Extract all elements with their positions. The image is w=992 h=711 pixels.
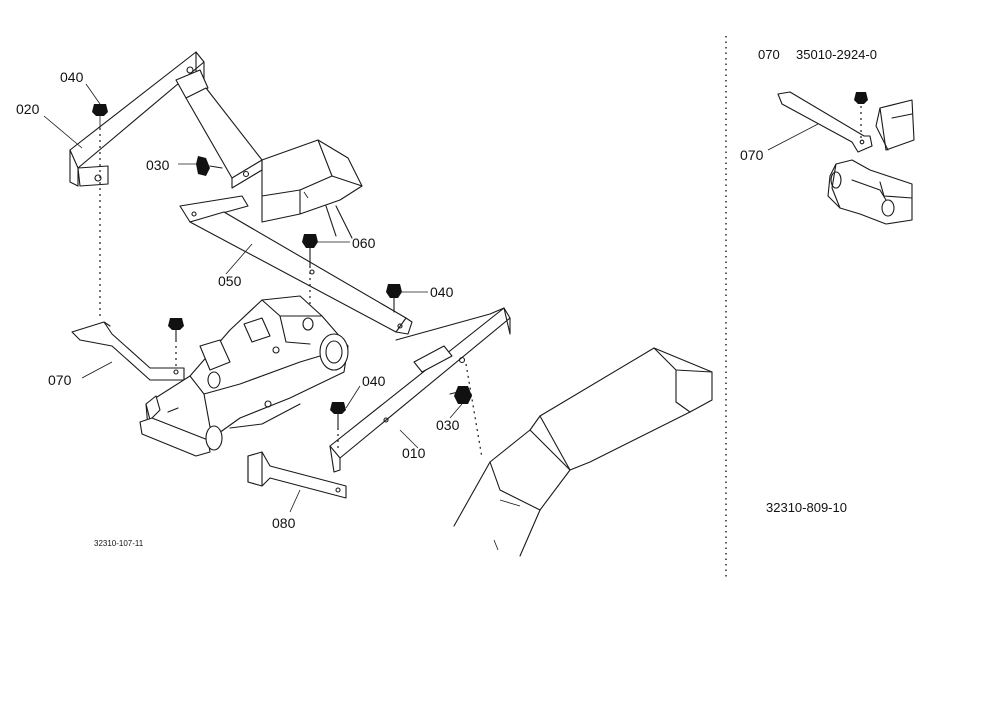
bolt-030-upper [196,156,223,176]
inset-part-number: 070 [758,47,780,62]
bolt-030-lower [449,386,472,404]
part-labels: 020 040 030 050 060 040 070 040 010 030 … [16,69,460,548]
label-050: 050 [218,273,242,289]
label-080: 080 [272,515,296,531]
chassis-housing-front [453,347,713,557]
leader-lines [43,83,463,513]
inset-070-view: 070 35010-2924-0 070 32310-809-10 [740,47,915,515]
drawing-code-main: 32310-107-11 [94,539,144,548]
bolt-040-middle [386,284,402,313]
part-070-bracket [71,321,185,381]
part-010-bracket [329,307,511,473]
part-020-bracket [69,51,263,189]
inset-label-070: 070 [740,147,764,163]
bolt-040-lower [330,402,346,448]
label-020: 020 [16,101,40,117]
label-010: 010 [402,445,426,461]
inset-part-code: 35010-2924-0 [796,47,877,62]
label-040-lower: 040 [362,373,386,389]
bolt-040-top [92,104,108,318]
label-040-top: 040 [60,69,84,85]
chassis-housing-upper [261,139,363,239]
center-axle-housing [139,295,349,457]
bolt-060 [302,234,318,314]
label-030-lower: 030 [436,417,460,433]
label-060: 060 [352,235,376,251]
bolt-040-lower-left [168,318,184,366]
label-040-middle: 040 [430,284,454,300]
label-070: 070 [48,372,72,388]
label-030-upper: 030 [146,157,170,173]
drawing-code-right: 32310-809-10 [766,500,847,515]
part-080-bracket [247,451,347,499]
